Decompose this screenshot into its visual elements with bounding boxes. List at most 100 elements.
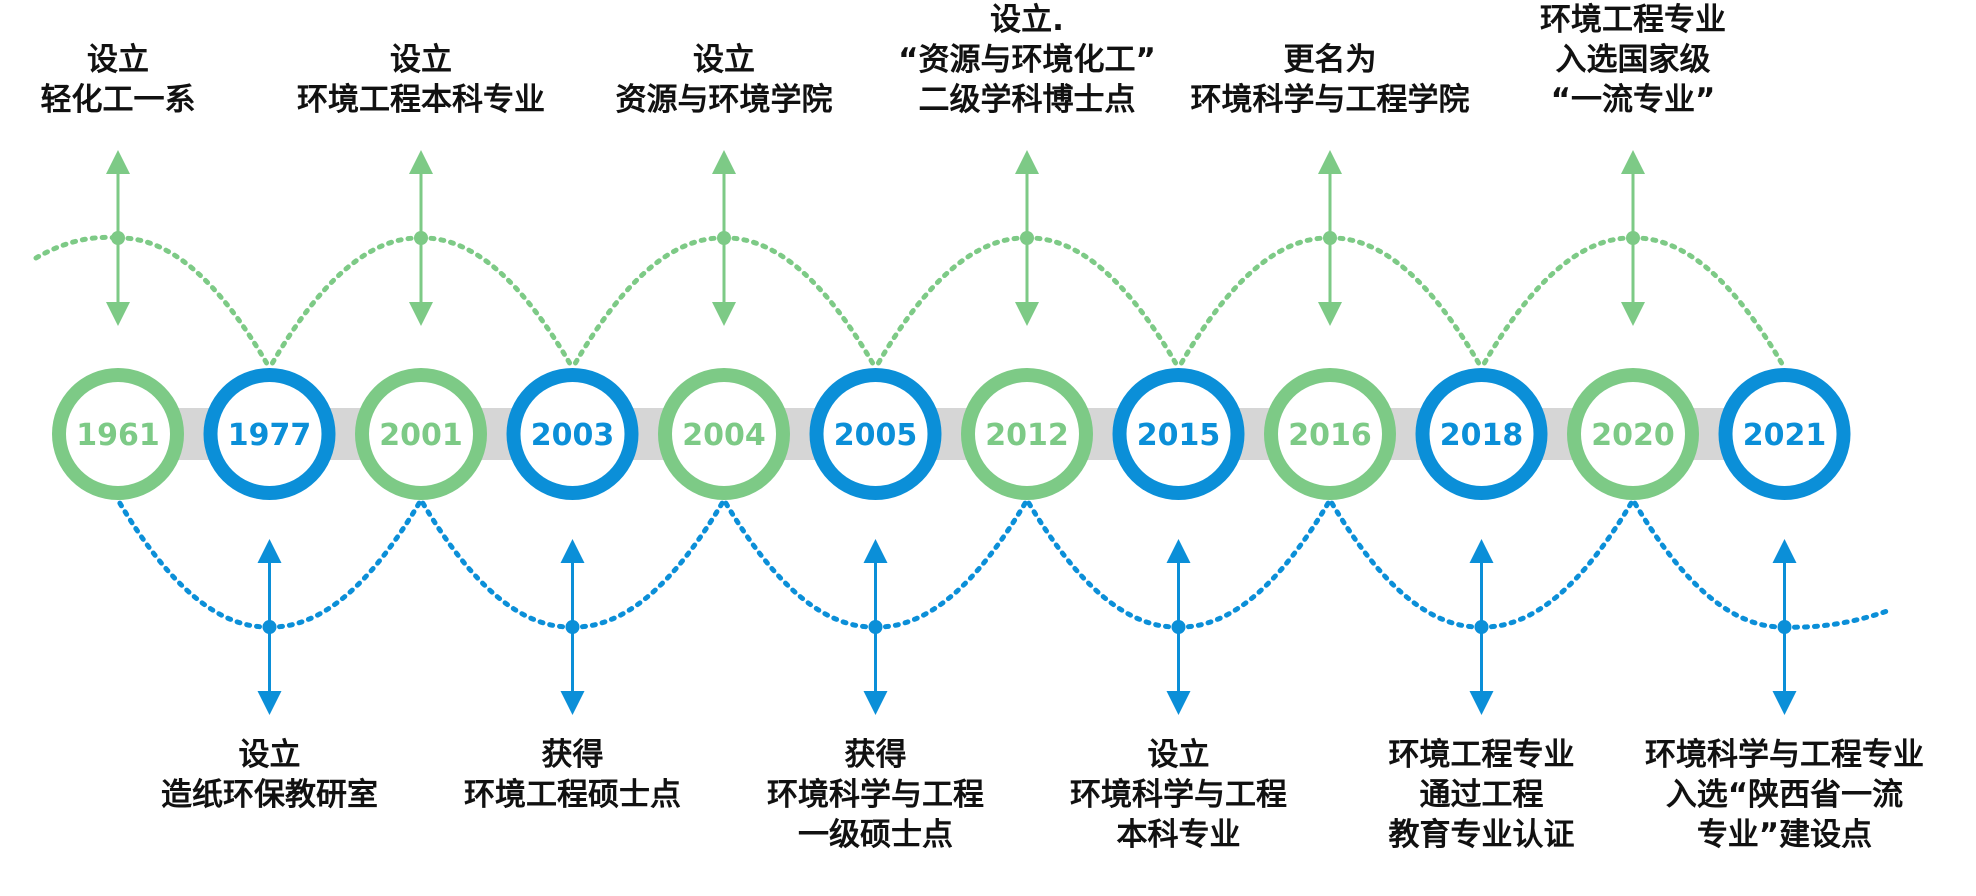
year-ring-inner-1961: [66, 382, 170, 486]
milestone-line: 环境工程专业: [1540, 2, 1726, 38]
milestone-text-2004: 设立资源与环境学院: [574, 40, 874, 120]
hub-dot-2005: [868, 620, 883, 634]
milestone-text-2016: 更名为环境科学与工程学院: [1180, 40, 1480, 120]
arc-left-2021: [1630, 497, 1787, 630]
milestone-text-2015: 设立环境科学与工程本科专业: [1029, 735, 1329, 855]
milestone-line: 环境工程专业: [1388, 737, 1575, 773]
year-ring-inner-2021: [1732, 382, 1837, 486]
milestone-line: 入选“陕西省一流: [1665, 777, 1904, 813]
year-ring-inner-2004: [672, 382, 776, 486]
year-ring-inner-2015: [1126, 382, 1231, 486]
year-ring-inner-2005: [823, 382, 928, 486]
hub-dot-2015: [1171, 620, 1186, 634]
milestone-line: 设立: [1147, 737, 1210, 773]
hub-dot-2020: [1626, 231, 1640, 245]
arc-left-2012: [873, 235, 1030, 371]
hub-dot-2001: [414, 231, 428, 245]
year-ring-inner-2018: [1429, 382, 1534, 486]
milestone-line: 环境科学与工程: [1070, 777, 1287, 813]
milestone-text-2018: 环境工程专业通过工程教育专业认证: [1332, 735, 1632, 855]
arc-right-2003: [570, 497, 727, 630]
arc-left-2003: [418, 497, 575, 630]
milestone-line: “一流专业”: [1550, 82, 1716, 118]
milestone-text-2005: 获得环境科学与工程一级硕士点: [726, 735, 1026, 855]
milestone-line: 教育专业认证: [1388, 817, 1575, 853]
year-label-2015: 2015: [1137, 418, 1221, 453]
arc-right-2005: [873, 497, 1030, 630]
arc-right-1961: [115, 235, 272, 371]
milestone-line: 设立: [390, 42, 452, 78]
arc-left-2016: [1176, 235, 1333, 371]
year-ring-inner-2020: [1581, 382, 1685, 486]
hub-dot-2003: [565, 620, 580, 634]
arc-left-2018: [1327, 497, 1484, 630]
milestone-text-2020: 环境工程专业入选国家级 “一流专业”: [1483, 0, 1783, 120]
milestone-line: 一级硕士点: [798, 817, 953, 853]
year-label-1961: 1961: [76, 418, 160, 453]
year-label-2012: 2012: [985, 418, 1069, 453]
milestone-line: 专业”建设点: [1696, 817, 1873, 853]
milestone-text-2012: 设立.“资源与环境化工”二级学科博士点: [877, 0, 1177, 120]
milestone-line: 轻化工一系: [40, 82, 196, 118]
year-ring-inner-1977: [217, 382, 322, 486]
year-label-2018: 2018: [1440, 418, 1524, 453]
arc-right-1977: [267, 497, 424, 630]
milestone-line: 设立.: [990, 2, 1064, 38]
milestone-line: 环境科学与工程学院: [1190, 82, 1470, 118]
milestone-line: 获得: [844, 737, 907, 773]
arc-left-1977: [115, 497, 272, 630]
milestone-line: 资源与环境学院: [615, 82, 833, 118]
hub-dot-2004: [717, 231, 731, 245]
milestone-line: 设立: [693, 42, 755, 78]
milestone-line: 环境工程硕士点: [464, 777, 681, 813]
year-label-2003: 2003: [531, 418, 615, 453]
milestone-text-1961: 设立轻化工一系: [0, 40, 268, 120]
arc-left-2001: [267, 235, 424, 371]
hub-dot-2021: [1777, 620, 1792, 634]
arc-left-2005: [721, 497, 878, 630]
milestone-line: 设立: [87, 42, 149, 78]
year-label-1977: 1977: [228, 418, 312, 453]
hub-dot-1977: [262, 620, 277, 634]
milestone-line: 环境科学与工程: [767, 777, 984, 813]
year-label-2004: 2004: [682, 418, 766, 453]
year-ring-inner-2001: [369, 382, 473, 486]
arc-tail-left: [33, 234, 121, 261]
year-label-2021: 2021: [1743, 418, 1827, 453]
milestone-text-2001: 设立环境工程本科专业: [271, 40, 571, 120]
milestone-line: 环境科学与工程专业: [1645, 737, 1924, 773]
year-ring-inner-2003: [520, 382, 625, 486]
arc-right-2012: [1024, 235, 1181, 371]
arc-right-2015: [1176, 497, 1333, 630]
arc-left-2020: [1479, 235, 1636, 371]
hub-dot-2012: [1020, 231, 1034, 245]
milestone-line: 通过工程: [1419, 777, 1544, 813]
hub-dot-2016: [1323, 231, 1337, 245]
arc-right-2016: [1327, 235, 1484, 371]
milestone-arrows: [106, 150, 1797, 715]
milestone-text-2021: 环境科学与工程专业入选“陕西省一流专业”建设点: [1635, 735, 1935, 855]
milestone-line: 获得: [541, 737, 604, 773]
milestone-line: 更名为: [1283, 42, 1377, 78]
milestone-text-1977: 设立造纸环保教研室: [120, 735, 420, 815]
year-label-2001: 2001: [379, 418, 463, 453]
year-label-2005: 2005: [834, 418, 918, 453]
milestone-line: “资源与环境化工”: [898, 42, 1156, 78]
arc-right-2020: [1630, 235, 1787, 371]
arc-left-2015: [1024, 497, 1181, 630]
year-label-2020: 2020: [1591, 418, 1675, 453]
milestone-line: 环境工程本科专业: [297, 82, 545, 118]
hub-dot-1961: [111, 231, 125, 245]
arc-left-2004: [570, 235, 727, 371]
arc-right-2004: [721, 235, 878, 371]
milestone-line: 入选国家级: [1555, 42, 1711, 78]
year-ring-inner-2012: [975, 382, 1079, 486]
milestone-line: 本科专业: [1116, 817, 1241, 853]
hub-dot-2018: [1474, 620, 1489, 634]
connector-arcs: [33, 234, 1893, 630]
arc-right-2001: [418, 235, 575, 371]
arc-right-2018: [1479, 497, 1636, 630]
milestone-line: 造纸环保教研室: [161, 777, 378, 813]
